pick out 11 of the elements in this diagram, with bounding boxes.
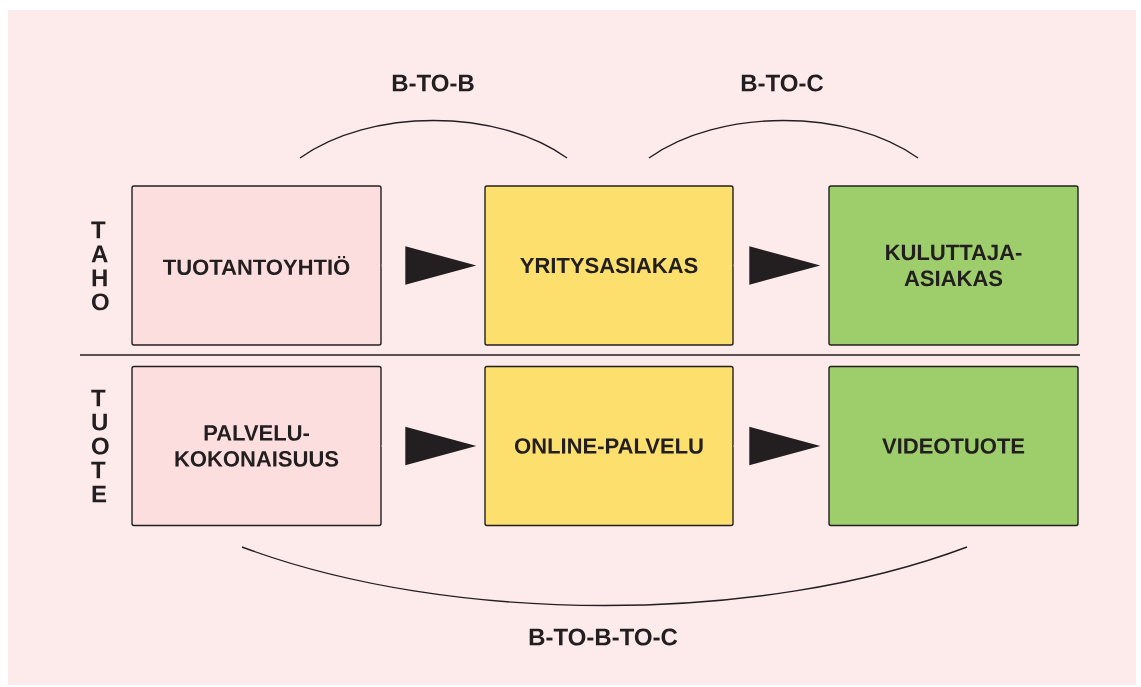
process-box: YRITYSASIAKAS (484, 185, 734, 346)
process-box: PALVELU-KOKONAISUUS (131, 365, 382, 527)
process-box: ONLINE-PALVELU (484, 365, 734, 527)
bracket-label: B-TO-B-TO-C (529, 628, 678, 646)
bracket-label: B-TO-C (741, 74, 824, 92)
row-label: TUOTE (91, 389, 109, 503)
bracket-label: B-TO-B (392, 74, 474, 92)
process-box: KULUTTAJA-ASIAKAS (828, 185, 1079, 346)
process-box: VIDEOTUOTE (828, 365, 1079, 527)
process-box: TUOTANTOYHTIÖ (131, 185, 382, 346)
row-label: TAHO (91, 221, 109, 311)
